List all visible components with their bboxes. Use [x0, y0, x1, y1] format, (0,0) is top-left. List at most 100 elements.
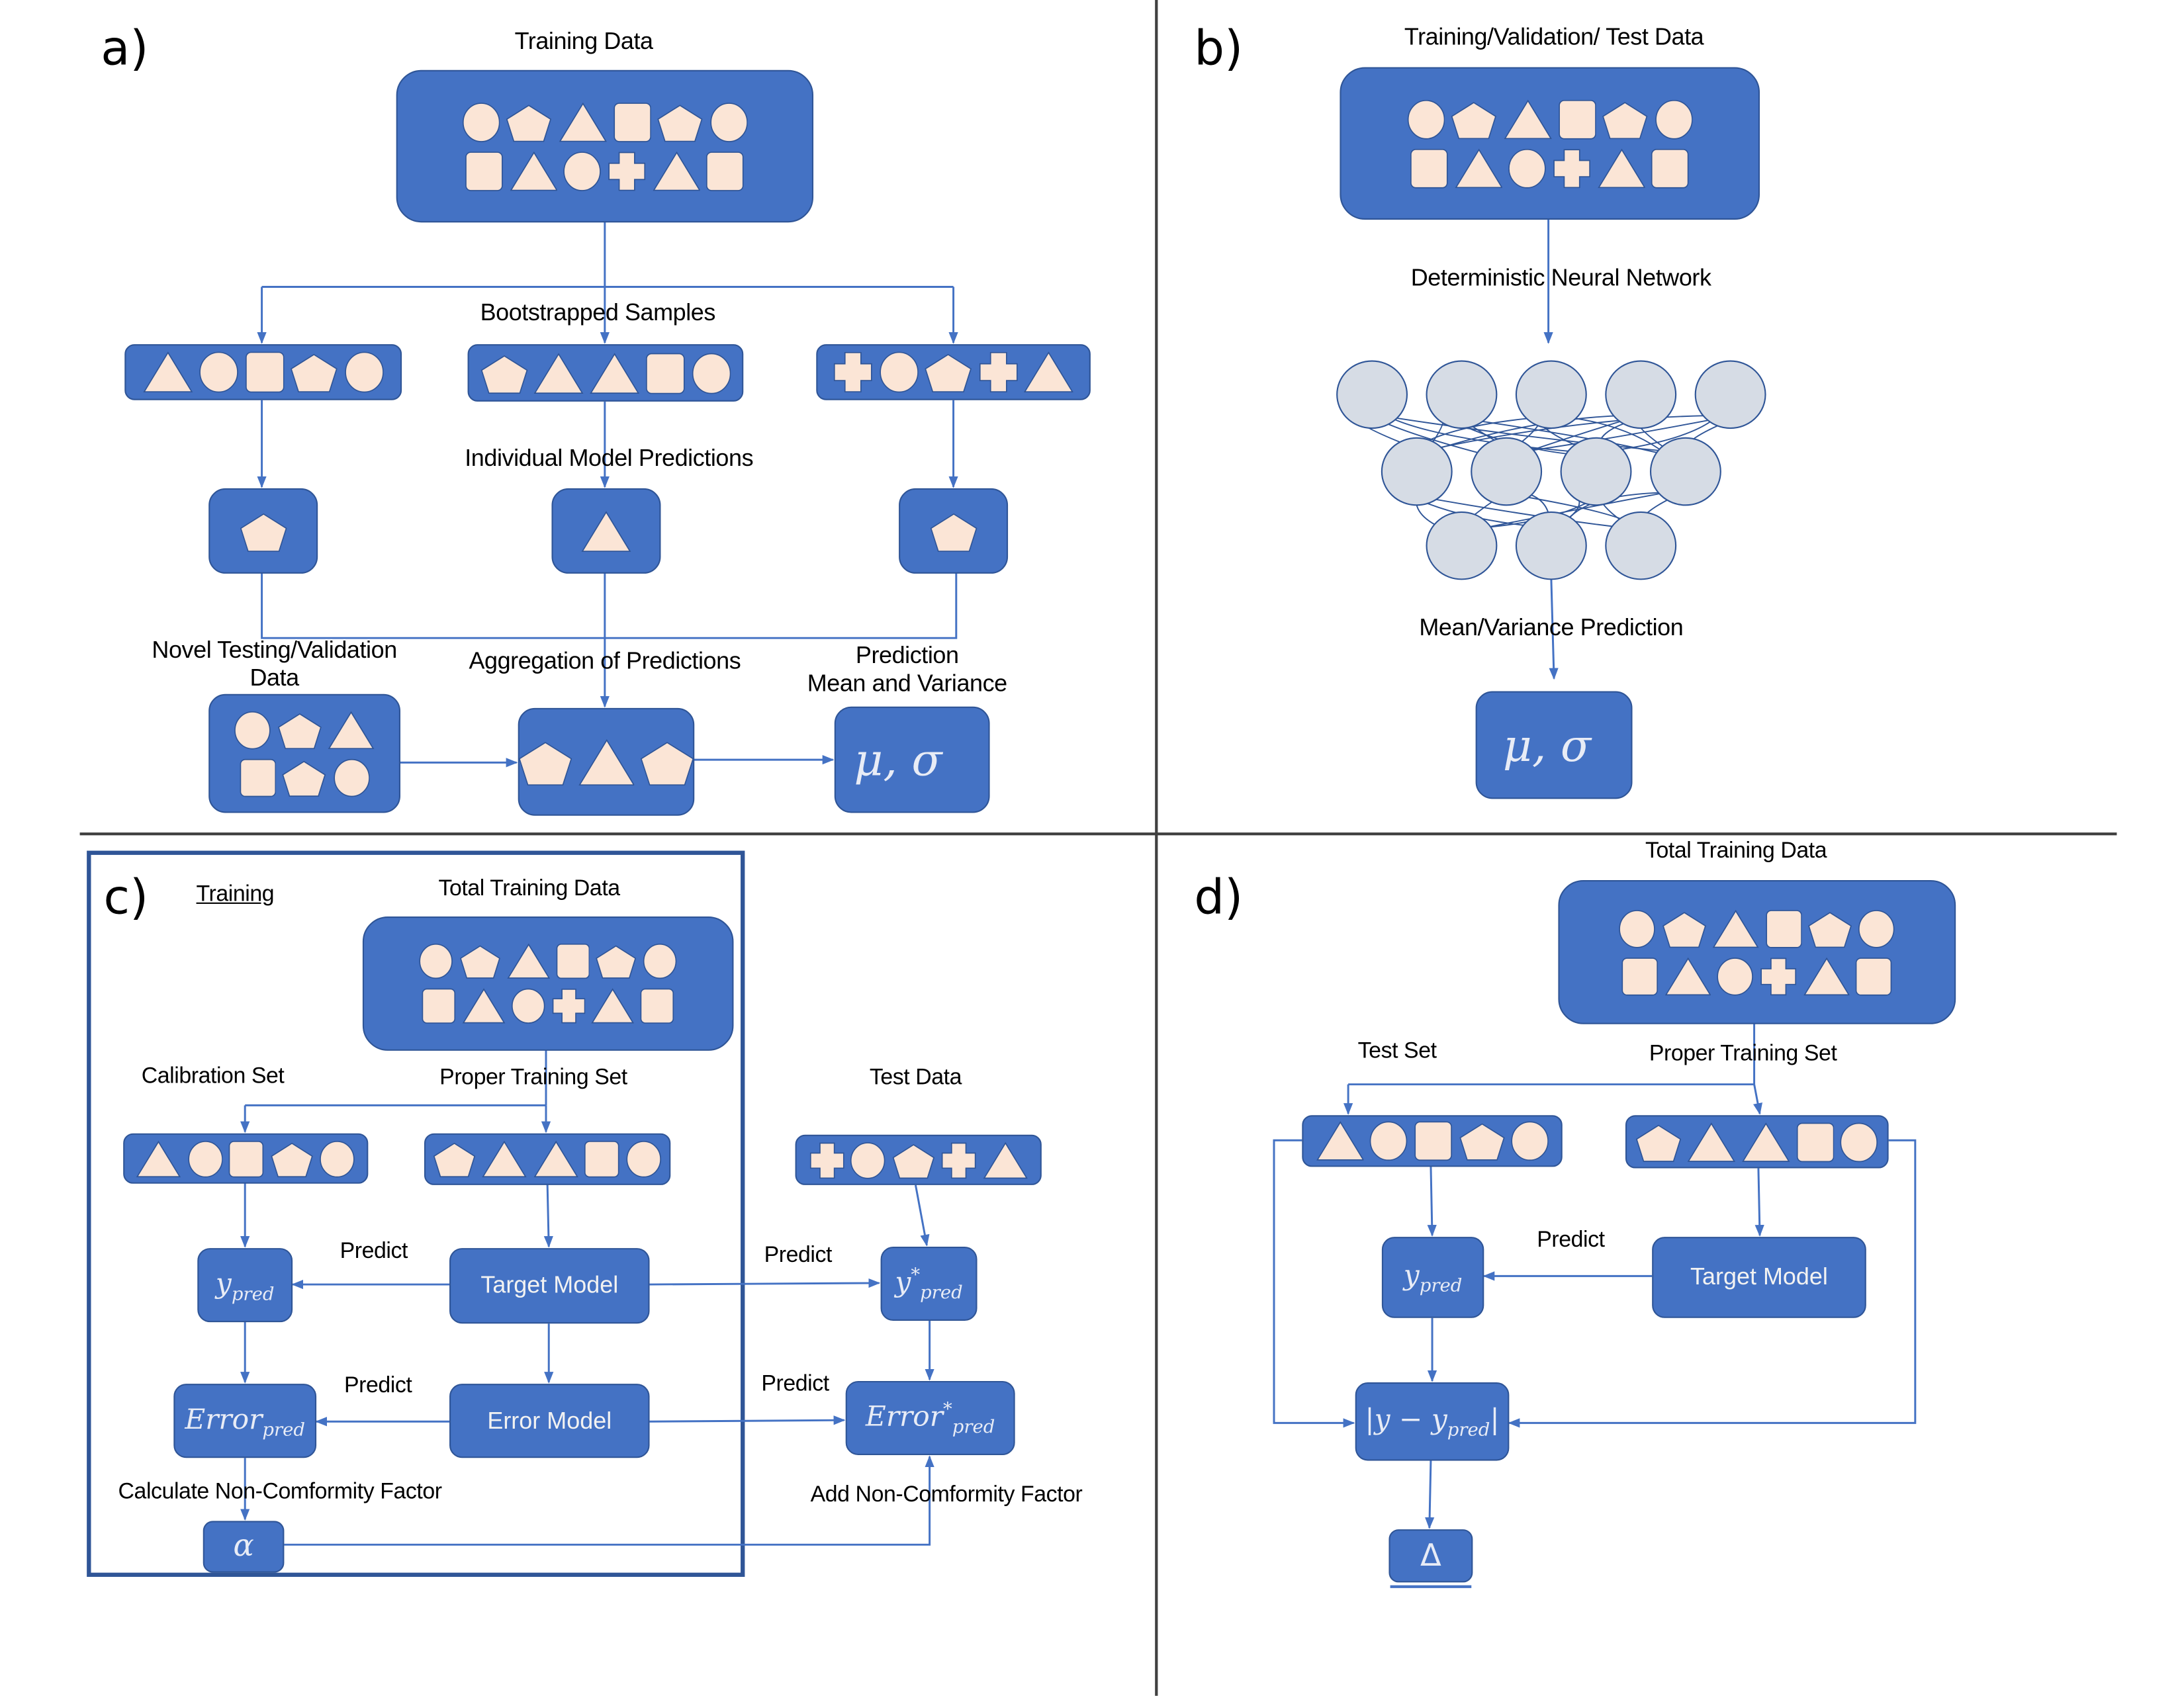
- shape-row: [1635, 1122, 1879, 1162]
- circle-icon: [320, 1140, 355, 1177]
- shape-row: [418, 943, 678, 979]
- shape-row: [234, 710, 375, 749]
- circle-shape: [462, 102, 500, 142]
- circle-icon: [1511, 1121, 1549, 1161]
- pentagon-icon: [433, 1142, 477, 1178]
- training-frame: [87, 850, 745, 1577]
- ystar-sup: *: [911, 1265, 921, 1286]
- novel-data-box: [208, 693, 400, 813]
- shape-row: [833, 351, 1074, 393]
- square-shape: [706, 151, 745, 191]
- triangle-shape: [506, 943, 550, 979]
- pentagon-shape: [596, 945, 637, 979]
- predict-label-3: Predict: [343, 1374, 412, 1398]
- network-node: [1336, 360, 1408, 429]
- pentagon-icon: [1808, 911, 1852, 948]
- cross-icon: [608, 151, 646, 191]
- circle-shape: [626, 1141, 661, 1178]
- connector-arrow: [1427, 1165, 1437, 1237]
- abs-suffix: |: [1490, 1402, 1500, 1436]
- b-data-box: [1340, 67, 1760, 220]
- cross-shape: [978, 351, 1017, 392]
- vertical-divider: [1155, 0, 1158, 1696]
- square-icon: [641, 988, 674, 1024]
- mu-sigma-label: μ, σ: [854, 733, 942, 787]
- panel-a-letter: a): [101, 21, 149, 77]
- abs-error-label: |y − ypred|: [1365, 1402, 1499, 1441]
- triangle-shape: [1316, 1121, 1364, 1161]
- shape-row: [929, 510, 978, 552]
- pentagon-shape: [641, 741, 695, 785]
- network-edge: [1406, 414, 1744, 456]
- triangle-icon: [1316, 1121, 1364, 1161]
- circle-icon: [1858, 909, 1895, 948]
- ypred-label: ypred: [216, 1266, 275, 1305]
- pentagon-shape: [433, 1142, 477, 1178]
- pentagon-shape: [657, 104, 703, 142]
- c-total-box: [362, 916, 734, 1051]
- triangle-shape: [509, 150, 558, 191]
- mean-variance-box-a: μ, σ: [834, 706, 990, 813]
- model-prediction-3: [899, 488, 1009, 574]
- circle-icon: [1509, 148, 1547, 188]
- shape-row: [239, 758, 370, 797]
- abs-base: y: [1431, 1402, 1447, 1436]
- square-icon: [244, 351, 284, 393]
- pentagon-icon: [1451, 101, 1497, 139]
- shape-group: [817, 345, 1089, 398]
- triangle-icon: [136, 1139, 181, 1177]
- shape-group: [1560, 881, 1955, 1023]
- c-test-title: Test Data: [869, 1066, 962, 1091]
- square-shape: [1621, 957, 1659, 995]
- c-test-data-box: [795, 1134, 1042, 1185]
- triangle-icon: [1803, 956, 1850, 995]
- cross-icon: [809, 1141, 844, 1179]
- pentagon-icon: [596, 945, 637, 979]
- circle-shape: [643, 943, 678, 979]
- model-prediction-1: [208, 488, 318, 574]
- shape-row: [1316, 1121, 1549, 1161]
- triangle-shape: [559, 101, 607, 142]
- circle-shape: [1511, 1121, 1549, 1161]
- circle-shape: [1841, 1122, 1879, 1162]
- triangle-shape: [983, 1141, 1028, 1179]
- network-node: [1515, 360, 1587, 429]
- shape-group: [364, 918, 732, 1049]
- pentagon-icon: [290, 353, 338, 392]
- aggregation-title: Aggregation of Predictions: [469, 647, 741, 675]
- panel-d-letter: d): [1194, 870, 1244, 926]
- square-shape: [641, 988, 674, 1024]
- d-test-set-box: [1302, 1115, 1563, 1167]
- network-node: [1649, 437, 1721, 506]
- pentagon-shape: [1459, 1123, 1504, 1161]
- connector-arrow: [1753, 1084, 1763, 1115]
- triangle-shape: [328, 710, 375, 749]
- error-star-pred-box: Error*pred: [845, 1380, 1015, 1456]
- pentagon-shape: [480, 354, 527, 393]
- delta-label: Δ: [1420, 1538, 1441, 1574]
- pentagon-shape: [892, 1143, 935, 1179]
- circle-icon: [511, 988, 545, 1024]
- circle-shape: [344, 351, 383, 393]
- target-model-label: Target Model: [1690, 1263, 1828, 1290]
- network-edge: [1479, 492, 1666, 530]
- mean-variance-title: Mean/Variance Prediction: [1419, 614, 1684, 641]
- abs-error-box: |y − ypred|: [1355, 1382, 1510, 1461]
- square-shape: [240, 758, 276, 797]
- triangle-shape: [578, 738, 635, 785]
- panel-b-letter: b): [1194, 21, 1244, 77]
- calculate-factor-label: Calculate Non-Comformity Factor: [118, 1480, 443, 1505]
- calibration-title: Calibration Set: [141, 1065, 285, 1089]
- cross-icon: [978, 351, 1017, 392]
- network-node: [1605, 511, 1677, 580]
- circle-shape: [234, 710, 271, 749]
- pentagon-icon: [518, 741, 572, 785]
- triangle-icon: [506, 943, 550, 979]
- circle-icon: [199, 351, 238, 393]
- novel-data-title-line1: Novel Testing/Validation: [152, 637, 397, 664]
- error-pred-box: Errorpred: [173, 1384, 317, 1458]
- shape-row: [465, 150, 745, 191]
- circle-icon: [234, 710, 271, 749]
- prediction-output-title-line1: Prediction: [855, 642, 959, 669]
- cross-shape: [1553, 148, 1590, 188]
